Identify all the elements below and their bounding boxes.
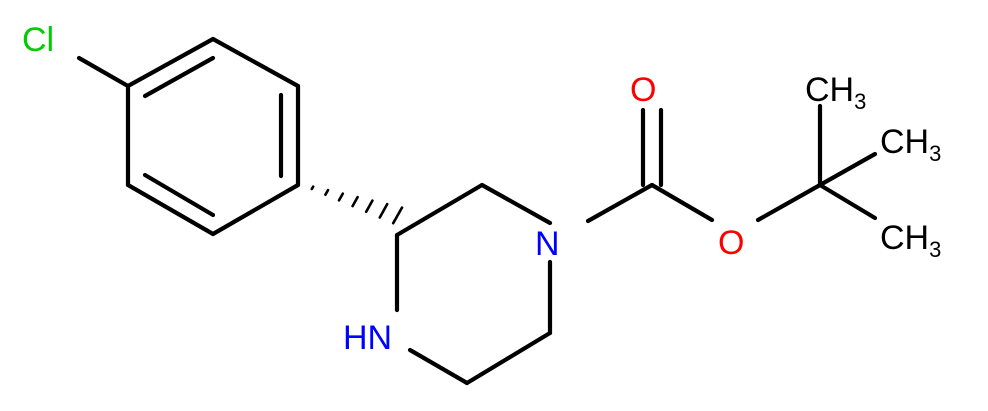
bond-c-cl	[76, 55, 131, 89]
tert-butyl-group	[817, 103, 878, 221]
methyl-top-label: CH3	[805, 71, 866, 114]
oxygen-ester-label: O	[718, 224, 744, 262]
methyl-middle-label: CH3	[880, 123, 941, 166]
oxygen-carbonyl-label: O	[630, 71, 656, 109]
methyl-bottom-text: CH	[880, 219, 929, 257]
methyl-bottom-subscript: 3	[929, 237, 941, 262]
hashed-wedge-bond	[296, 183, 404, 225]
methyl-top-text: CH	[805, 71, 854, 109]
piperazine-ring	[394, 182, 553, 386]
methyl-middle-text: CH	[880, 123, 929, 161]
methyl-bottom-label: CH3	[880, 219, 941, 262]
methyl-middle-subscript: 3	[929, 141, 941, 166]
carbamate-group	[585, 107, 823, 224]
chlorine-label: Cl	[22, 21, 54, 59]
nitrogen-amine-label: HN	[343, 319, 392, 357]
nitrogen-carbamate-label: N	[535, 225, 560, 263]
benzene-ring	[125, 36, 301, 237]
methyl-top-subscript: 3	[854, 89, 866, 114]
